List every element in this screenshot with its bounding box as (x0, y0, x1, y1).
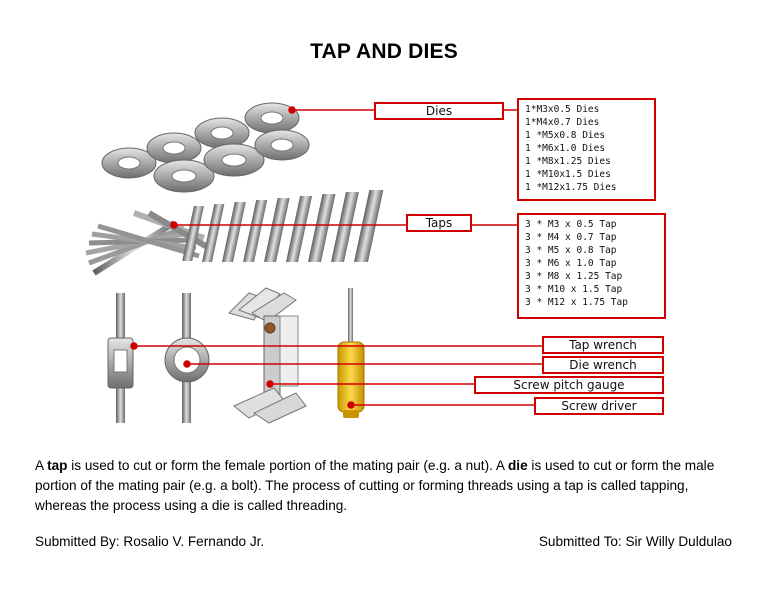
die-wrench-tool (164, 293, 210, 423)
description-paragraph: A tap is used to cut or form the female … (35, 456, 735, 516)
dies-spec-item: 1 *M8x1.25 Dies (525, 156, 611, 167)
para-text: is used to cut or form the female portio… (67, 458, 508, 473)
dies-spec-list: 1*M3x0.5 Dies 1*M4x0.7 Dies 1 *M5x0.8 Di… (517, 98, 656, 201)
tap-wrench-label: Tap wrench (542, 336, 664, 354)
para-text: is used to cut or form the male portion … (35, 458, 715, 513)
para-text: A (35, 458, 48, 473)
taps-spec-item: 3 * M3 x 0.5 Tap (525, 219, 617, 230)
screw-pitch-gauge-tool (228, 287, 307, 424)
dies-spec-item: 1*M4x0.7 Dies (525, 117, 600, 128)
taps-spec-list: 3 * M3 x 0.5 Tap 3 * M4 x 0.7 Tap 3 * M5… (517, 213, 666, 319)
taps-spec-item: 3 * M8 x 1.25 Tap (525, 271, 623, 282)
taps-spec-item: 3 * M6 x 1.0 Tap (525, 258, 617, 269)
dies-spec-item: 1 *M12x1.75 Dies (525, 182, 617, 193)
taps-spec-item: 3 * M4 x 0.7 Tap (525, 232, 617, 243)
taps-row (182, 190, 384, 262)
dies-spec-item: 1 *M5x0.8 Dies (525, 130, 606, 141)
dies-spec-item: 1 *M6x1.0 Dies (525, 143, 606, 154)
para-bold-die: die (508, 458, 528, 473)
page-title: TAP AND DIES (310, 40, 458, 63)
taps-spec-item: 3 * M5 x 0.8 Tap (525, 245, 617, 256)
taps-fan (85, 210, 211, 276)
para-bold-tap: tap (47, 458, 68, 473)
screw-driver-tool (337, 288, 365, 418)
tap-wrench-tool (107, 293, 134, 423)
taps-label: Taps (406, 214, 472, 232)
dies-spec-item: 1 *M10x1.5 Dies (525, 169, 611, 180)
submitted-to: Submitted To: Sir Willy Duldulao (538, 534, 732, 549)
dies-spec-item: 1*M3x0.5 Dies (525, 104, 600, 115)
dies-set (101, 102, 310, 193)
screw-driver-label: Screw driver (534, 397, 664, 415)
tools-figure: Dies Taps Tap wrench Die wrench Screw pi… (34, 88, 734, 433)
die-wrench-label: Die wrench (542, 356, 664, 374)
dies-label: Dies (374, 102, 504, 120)
tools-illustration (85, 102, 542, 424)
callout-lines (130, 106, 542, 409)
taps-spec-item: 3 * M10 x 1.5 Tap (525, 284, 623, 295)
taps-spec-item: 3 * M12 x 1.75 Tap (525, 297, 628, 308)
screw-pitch-gauge-label: Screw pitch gauge (474, 376, 664, 394)
submitted-by: Submitted By: Rosalio V. Fernando Jr. (35, 534, 265, 549)
